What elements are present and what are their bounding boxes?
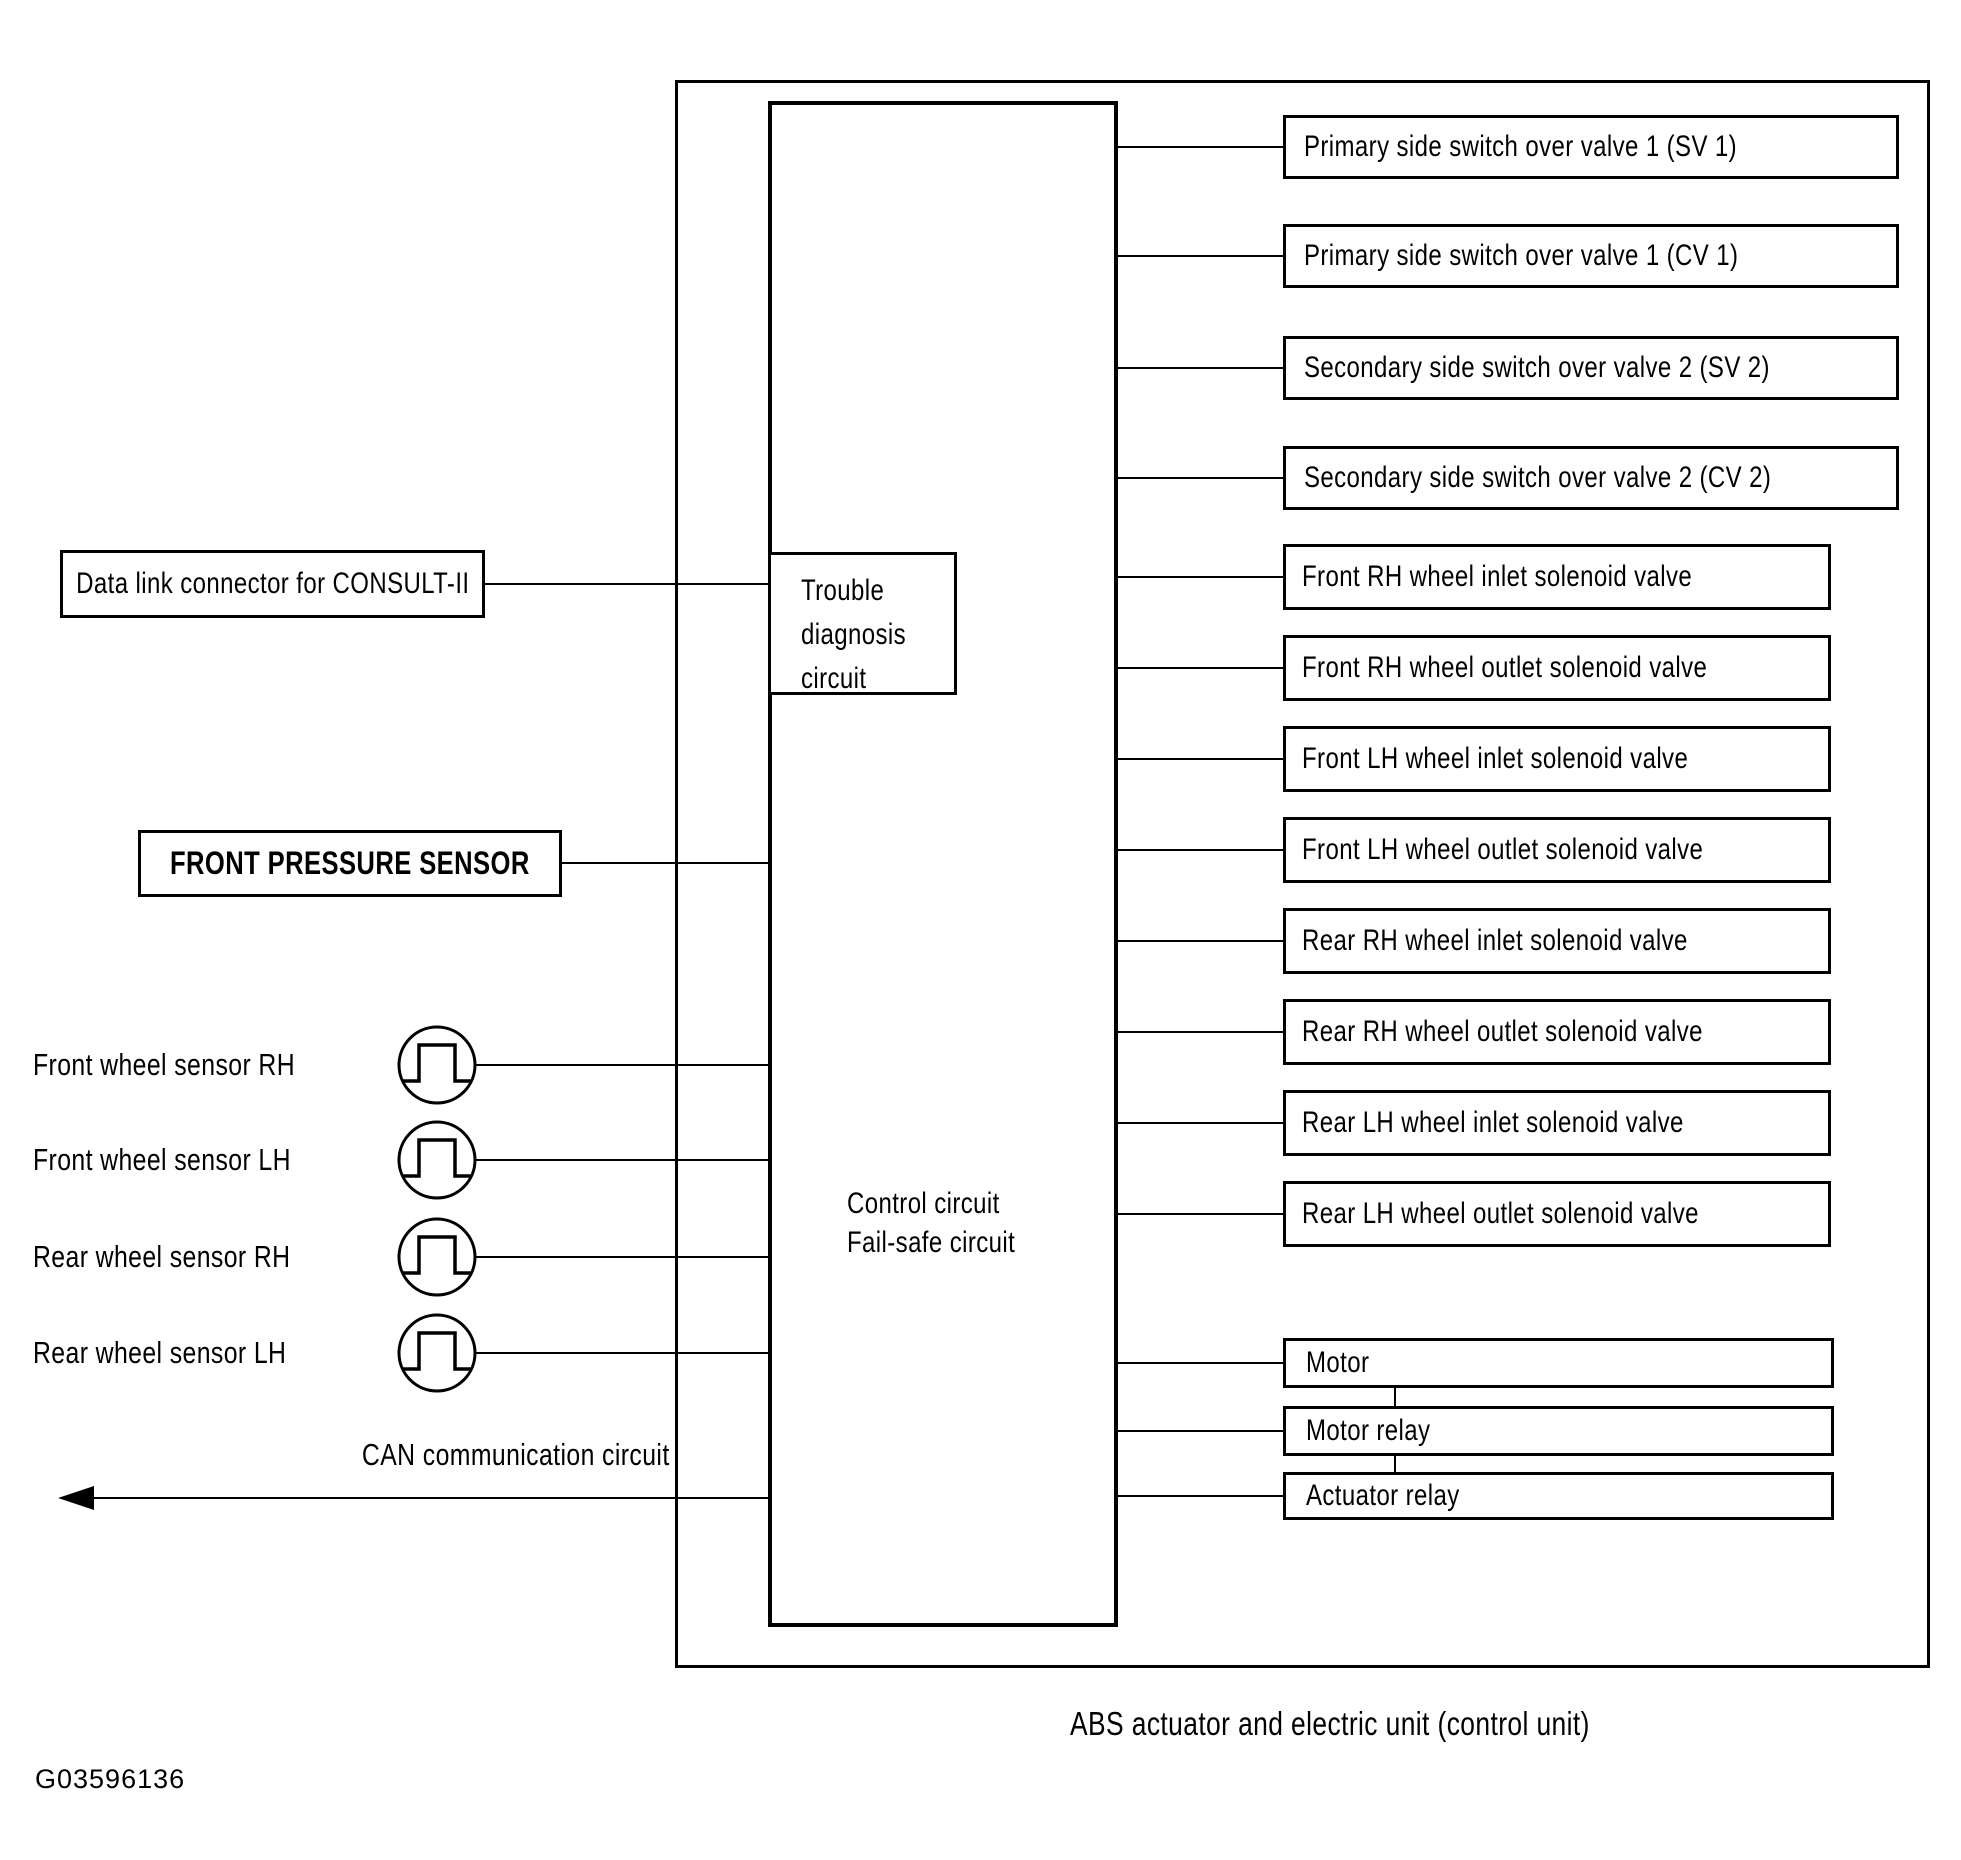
- valve-label: Primary side switch over valve 1 (CV 1): [1304, 238, 1739, 272]
- sensor-label-text: Rear wheel sensor LH: [33, 1335, 287, 1371]
- solenoid-label: Rear RH wheel outlet solenoid valve: [1302, 1014, 1703, 1048]
- valve-label: Secondary side switch over valve 2 (SV 2…: [1304, 350, 1770, 384]
- pulse-waveform-icon: [403, 1138, 471, 1178]
- wheel-sensor-label-rr-rh: Rear wheel sensor RH: [33, 1235, 355, 1279]
- caption-text: ABS actuator and electric unit (control …: [1070, 1705, 1590, 1743]
- trouble-diagnosis-label: Trouble diagnosis circuit: [771, 555, 932, 701]
- control-label-line-1: Control circuit: [847, 1187, 1000, 1220]
- can-label-text: CAN communication circuit: [362, 1437, 670, 1473]
- data-link-connector-box: Data link connector for CONSULT-II: [60, 550, 485, 618]
- wheel-sensor-symbol: [397, 1120, 477, 1200]
- abs-unit-boundary: [675, 80, 1930, 1668]
- actuator-relay-box: Actuator relay: [1283, 1472, 1834, 1520]
- pulse-waveform-icon: [403, 1331, 471, 1371]
- front-pressure-sensor-box: FRONT PRESSURE SENSOR: [138, 830, 562, 897]
- wheel-sensor-label-fr-rh: Front wheel sensor RH: [33, 1043, 361, 1087]
- pulse-waveform-icon: [403, 1235, 471, 1275]
- solenoid-label: Front RH wheel outlet solenoid valve: [1302, 650, 1708, 684]
- front-pressure-sensor-label: FRONT PRESSURE SENSOR: [170, 845, 530, 882]
- right-connectors: [1114, 146, 1396, 1497]
- wheel-sensor-label-rr-lh: Rear wheel sensor LH: [33, 1331, 350, 1375]
- solenoid-box-front-rh-inlet: Front RH wheel inlet solenoid valve: [1283, 544, 1831, 610]
- can-communication-label: CAN communication circuit: [180, 1434, 670, 1476]
- sensor-label-text: Rear wheel sensor RH: [33, 1239, 291, 1275]
- valve-box-sv1: Primary side switch over valve 1 (SV 1): [1283, 115, 1899, 179]
- solenoid-box-front-lh-outlet: Front LH wheel outlet solenoid valve: [1283, 817, 1831, 883]
- motor-box: Motor: [1283, 1338, 1834, 1388]
- trouble-diagnosis-box: Trouble diagnosis circuit: [768, 552, 957, 695]
- sensor-label-text: Front wheel sensor LH: [33, 1142, 291, 1178]
- motor-relay-label: Motor relay: [1306, 1413, 1431, 1447]
- actuator-relay-label: Actuator relay: [1306, 1478, 1460, 1512]
- solenoid-box-rear-lh-outlet: Rear LH wheel outlet solenoid valve: [1283, 1181, 1831, 1247]
- wheel-sensor-symbol: [397, 1025, 477, 1105]
- data-link-connector-label: Data link connector for CONSULT-II: [75, 566, 470, 600]
- solenoid-label: Front RH wheel inlet solenoid valve: [1302, 559, 1693, 593]
- solenoid-box-front-rh-outlet: Front RH wheel outlet solenoid valve: [1283, 635, 1831, 701]
- solenoid-box-rear-rh-inlet: Rear RH wheel inlet solenoid valve: [1283, 908, 1831, 974]
- solenoid-label: Rear RH wheel inlet solenoid valve: [1302, 923, 1688, 957]
- solenoid-label: Front LH wheel inlet solenoid valve: [1302, 741, 1689, 775]
- trouble-line-3: circuit: [801, 662, 867, 695]
- wheel-sensor-label-fr-lh: Front wheel sensor LH: [33, 1138, 355, 1182]
- can-arrowhead-icon: [58, 1486, 94, 1510]
- trouble-line-2: diagnosis: [801, 618, 907, 651]
- trouble-line-1: Trouble: [801, 574, 885, 607]
- valve-label: Primary side switch over valve 1 (SV 1): [1304, 129, 1738, 163]
- valve-box-sv2: Secondary side switch over valve 2 (SV 2…: [1283, 336, 1899, 400]
- motor-relay-box: Motor relay: [1283, 1406, 1834, 1456]
- solenoid-box-rear-rh-outlet: Rear RH wheel outlet solenoid valve: [1283, 999, 1831, 1065]
- control-circuit-label: Control circuit Fail-safe circuit: [847, 1184, 1057, 1262]
- left-connectors: [88, 583, 772, 1499]
- solenoid-label: Rear LH wheel outlet solenoid valve: [1302, 1196, 1699, 1230]
- solenoid-label: Front LH wheel outlet solenoid valve: [1302, 832, 1704, 866]
- valve-label: Secondary side switch over valve 2 (CV 2…: [1304, 460, 1772, 494]
- control-circuit-box: [768, 101, 1118, 1627]
- valve-box-cv1: Primary side switch over valve 1 (CV 1): [1283, 224, 1899, 288]
- pulse-waveforms: [403, 1043, 471, 1371]
- solenoid-box-rear-lh-inlet: Rear LH wheel inlet solenoid valve: [1283, 1090, 1831, 1156]
- solenoid-label: Rear LH wheel inlet solenoid valve: [1302, 1105, 1684, 1139]
- solenoid-box-front-lh-inlet: Front LH wheel inlet solenoid valve: [1283, 726, 1831, 792]
- motor-label: Motor: [1306, 1345, 1370, 1379]
- valve-box-cv2: Secondary side switch over valve 2 (CV 2…: [1283, 446, 1899, 510]
- sensor-label-text: Front wheel sensor RH: [33, 1047, 296, 1083]
- wheel-sensor-symbol: [397, 1313, 477, 1393]
- diagram-caption: ABS actuator and electric unit (control …: [700, 1702, 1960, 1746]
- figure-code-text: G03596136: [35, 1763, 186, 1794]
- figure-code: G03596136: [35, 1762, 185, 1796]
- control-label-line-2: Fail-safe circuit: [847, 1226, 1016, 1259]
- pulse-waveform-icon: [403, 1043, 471, 1083]
- wheel-sensor-symbol: [397, 1217, 477, 1297]
